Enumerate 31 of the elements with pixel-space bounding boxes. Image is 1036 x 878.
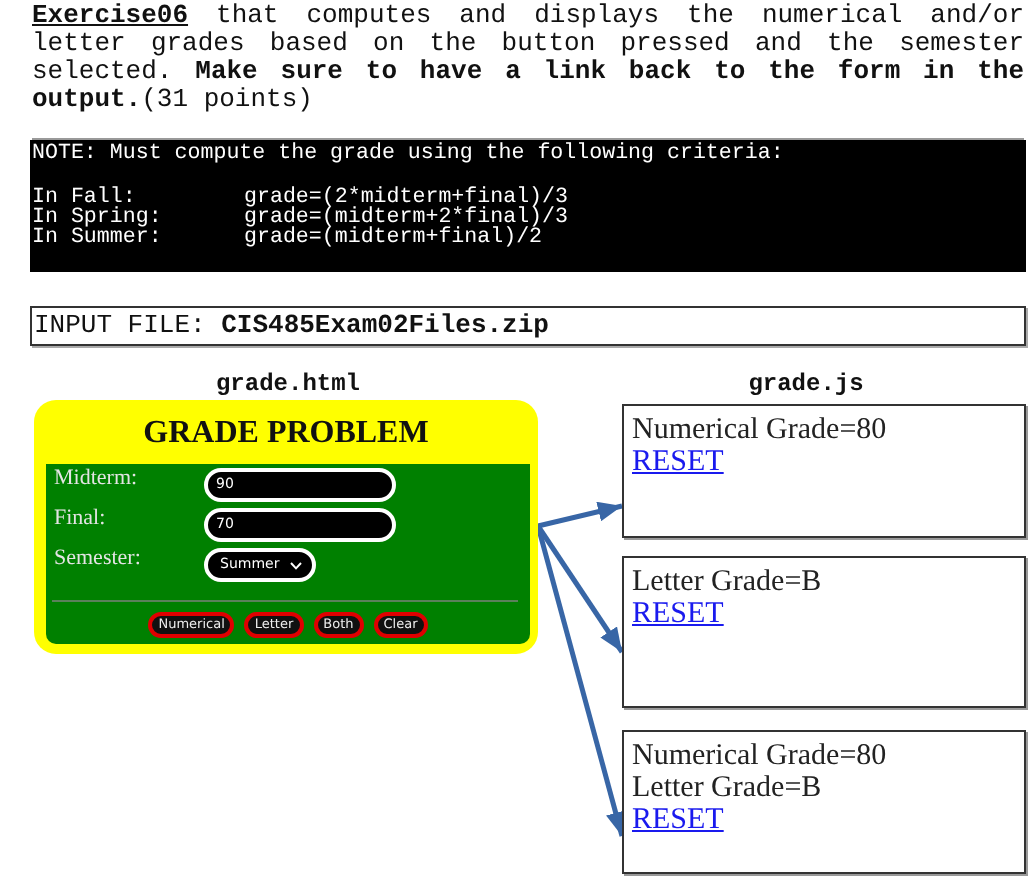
form-title: GRADE PROBLEM [141,416,431,452]
note-text: NOTE: Must compute the grade using the following criteria: [32,142,784,166]
file-bar [30,306,1026,346]
formula-text: grade=(midterm+2*final)/3 [244,206,568,230]
arrow [537,501,623,529]
file-heading: grade.html [213,370,362,398]
result-panel [622,556,1026,708]
field-label: Midterm: [54,466,138,492]
formula-text: grade=(midterm+final)/2 [244,226,543,250]
arrow [535,524,625,654]
note-panel [30,140,1026,272]
result-text: Letter Grade=B [632,566,822,598]
arrow [535,525,626,837]
season-label: In Spring: [32,206,162,230]
form-panel [46,464,530,644]
result-text: Letter Grade=B [632,772,822,804]
file-name-text: INPUT FILE: CIS485Exam02Files.zip [34,308,549,342]
text-link: RESET [632,804,724,836]
result-text: Numerical Grade=80 [632,414,887,446]
result-panel [622,730,1026,874]
season-label: In Summer: [32,226,162,250]
instruction-text: Exercise06 that computes and displays the numerical and/or letter grades based on the button pressed and the semester selected. Make sure to have a link back to the form in the output.(31 points) [32,2,1024,114]
formula-text: grade=(2*midterm+final)/3 [244,186,568,210]
text-link: RESET [632,446,724,478]
result-text: Numerical Grade=80 [632,740,887,772]
text-link: RESET [632,598,724,630]
field-label: Semester: [54,546,141,572]
file-heading: grade.js [746,370,866,398]
result-panel [622,404,1026,538]
field-label: Final: [54,506,106,532]
form-card [34,400,538,654]
